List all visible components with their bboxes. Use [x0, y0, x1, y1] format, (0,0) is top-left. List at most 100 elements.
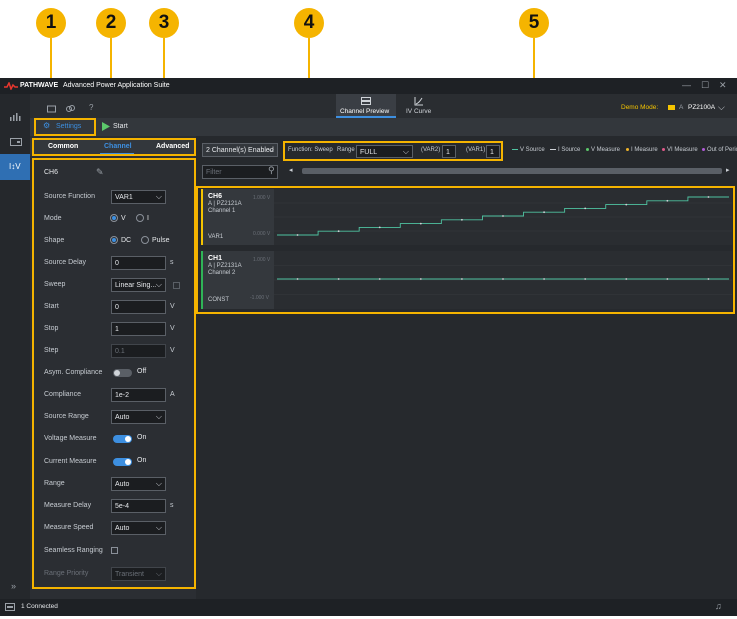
stop-unit: V [170, 325, 175, 332]
start-input[interactable]: 0 [111, 300, 166, 314]
legend-item[interactable]: Out of Period [702, 147, 737, 153]
channel-card-ch6[interactable]: CH6 A | PZ2121A Channel 1 VAR1 1.000 V 0… [201, 189, 732, 245]
channel-plot-ch1 [274, 251, 732, 309]
callout-box-4 [283, 141, 503, 161]
scroll-right-icon[interactable]: ▸ [726, 167, 730, 174]
chevron-down-icon: ⌵ [402, 147, 409, 156]
legend-dot-icon [662, 147, 665, 151]
left-nav: I↕V » [0, 94, 30, 599]
asym-compliance-toggle[interactable] [113, 369, 132, 377]
tab-channel-preview[interactable]: Channel Preview [336, 94, 396, 118]
card-ymax: 1.000 V [253, 257, 271, 263]
mode-v-radio[interactable] [110, 214, 118, 222]
card-channel-name: CH1 [208, 255, 223, 262]
tab-common[interactable]: Common [48, 143, 79, 150]
card-channel-name: CH6 [208, 193, 223, 200]
legend-item[interactable]: V Source [512, 147, 545, 153]
measure-delay-input[interactable]: 5e-4 [111, 499, 166, 513]
legend-item[interactable]: I Source [550, 147, 580, 153]
shape-pulse-radio[interactable] [141, 236, 149, 244]
card-ymax: 1.000 V [253, 195, 271, 201]
range-full-select[interactable]: FULL⌵ [356, 145, 413, 158]
nav-item-iv[interactable]: I↕V [0, 154, 30, 180]
mode-i-radio[interactable] [136, 214, 144, 222]
stop-input[interactable]: 1 [111, 322, 166, 336]
legend-item[interactable]: VI Measure [662, 147, 698, 153]
minimize-button[interactable]: — [682, 80, 691, 90]
tab-iv-curve[interactable]: IV Curve [400, 94, 440, 118]
source-delay-unit: s [170, 259, 174, 266]
data-point [584, 278, 587, 280]
measure-delay-label: Measure Delay [44, 502, 92, 509]
source-delay-input[interactable]: 0 [111, 256, 166, 270]
channel-card-ch1[interactable]: CH1 A | PZ2131A Channel 2 CONST 1.000 V … [201, 251, 732, 309]
legend-item[interactable]: V Measure [586, 147, 620, 153]
sweep-label: Sweep [44, 281, 66, 288]
data-point [419, 278, 422, 280]
link-icon[interactable] [66, 104, 75, 113]
var1-input[interactable]: 1 [486, 145, 500, 158]
tab-iv-curve-label: IV Curve [406, 108, 432, 115]
channel-accent-bar [201, 251, 203, 309]
help-icon[interactable]: ? [89, 103, 94, 112]
callout-line-1 [50, 38, 52, 110]
title-bar: PATHWAVE Advanced Power Application Suit… [0, 78, 737, 94]
tab-channel-preview-label: Channel Preview [340, 108, 390, 115]
seamless-ranging-label: Seamless Ranging [44, 547, 103, 554]
settings-row [30, 118, 737, 136]
legend-label: V Measure [591, 147, 621, 153]
seamless-ranging-checkbox[interactable] [111, 547, 118, 554]
chevron-down-icon[interactable]: ⌵ [718, 102, 725, 112]
range-label: Range [44, 480, 65, 487]
filter-input[interactable]: Filter [202, 165, 278, 179]
chevron-down-icon: ⌵ [155, 569, 162, 578]
chart-bars-icon[interactable] [10, 112, 22, 121]
data-point [378, 278, 381, 280]
range-priority-select[interactable]: Transient⌵ [111, 567, 166, 581]
edit-pencil-icon[interactable]: ✎ [96, 167, 104, 177]
data-point [666, 199, 669, 202]
current-measure-toggle[interactable] [113, 458, 132, 466]
settings-button[interactable]: ⚙ Settings [36, 120, 94, 134]
maximize-button[interactable]: ☐ [701, 80, 710, 90]
toolbar-row: ? Channel Preview IV Curve Demo Mode: A … [0, 94, 737, 118]
search-icon: ⚲ [268, 165, 275, 175]
var1-label: (VAR1) [466, 147, 486, 153]
scroll-left-icon[interactable]: ◂ [289, 167, 293, 174]
function-label: Function: Sweep [288, 147, 333, 153]
channels-enabled-select[interactable]: 2 Channel(s) Enabled⌵ [202, 143, 278, 157]
range-priority-label: Range Priority [44, 570, 89, 577]
tab-channel[interactable]: Channel [104, 143, 132, 150]
start-button[interactable]: Start [100, 120, 132, 134]
instrument-icon[interactable] [10, 138, 22, 146]
panel-tabs [30, 138, 196, 156]
sweep-grid-icon[interactable] [173, 282, 180, 289]
status-bar: 1 Connected ♫ [0, 599, 737, 616]
close-button[interactable]: ✕ [719, 80, 727, 90]
range-select[interactable]: Auto⌵ [111, 477, 166, 491]
data-point [543, 211, 545, 214]
step-input[interactable]: 0.1 [111, 344, 166, 358]
horizontal-scrollbar[interactable] [302, 168, 722, 174]
chevron-down-icon: ⌵ [155, 280, 162, 289]
legend-item[interactable]: I Measure [626, 147, 658, 153]
play-icon [102, 122, 110, 131]
mode-v-label: V [121, 215, 126, 222]
var2-input[interactable]: 1 [442, 145, 456, 158]
source-function-select[interactable]: VAR1⌵ [111, 190, 166, 204]
data-point [707, 278, 710, 280]
device-selector[interactable]: PZ2100A [688, 104, 716, 111]
source-range-select[interactable]: Auto⌵ [111, 410, 166, 424]
sweep-select[interactable]: Linear Sing...⌵ [111, 278, 166, 292]
tab-advanced[interactable]: Advanced [156, 143, 190, 150]
source-delay-label: Source Delay [44, 259, 87, 266]
callout-3: 3 [149, 8, 179, 38]
bell-icon[interactable]: ♫ [715, 601, 722, 611]
measure-speed-select[interactable]: Auto⌵ [111, 521, 166, 535]
expand-nav-icon[interactable]: » [11, 581, 17, 591]
voltage-measure-toggle[interactable] [113, 435, 132, 443]
shape-dc-radio[interactable] [110, 236, 118, 244]
compliance-input[interactable]: 1e-2 [111, 388, 166, 402]
folder-icon[interactable] [47, 104, 56, 113]
